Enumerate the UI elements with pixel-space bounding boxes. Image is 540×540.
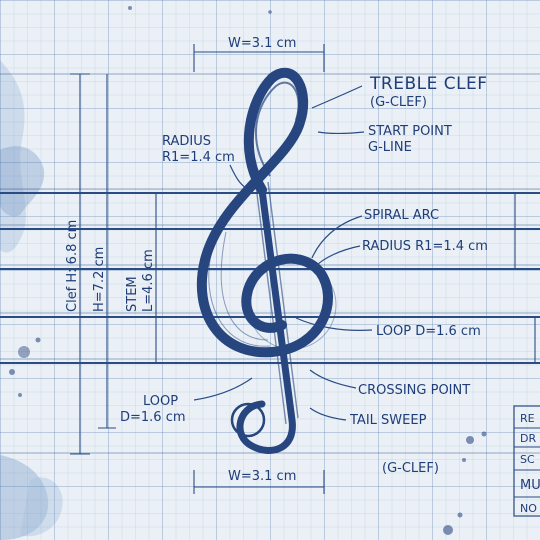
loop-left-value: D=1.6 cm [120, 410, 186, 425]
dimension-lines [70, 44, 536, 494]
clef-height-label: Clef H: 6.8 cm [65, 220, 80, 312]
title-block-row-3: SC [520, 453, 535, 466]
treble-clef-icon [196, 67, 337, 454]
width-top-label: W=3.1 cm [228, 36, 296, 51]
crossing-point-label: CROSSING POINT [358, 383, 470, 398]
bottom-clef-label: (G-CLEF) [382, 461, 439, 476]
subtitle-label: (G-CLEF) [370, 95, 427, 110]
title-block-row-5: NO [520, 502, 537, 515]
radius-left-label: RADIUS [162, 134, 211, 149]
stem-length-label: L=4.6 cm [141, 249, 156, 312]
loop-right-label: LOOP D=1.6 cm [376, 324, 481, 339]
ink-washes [0, 6, 487, 540]
loop-left-label: LOOP [143, 394, 178, 409]
title-block-row-1: RE [520, 412, 535, 425]
title-label: TREBLE CLEF [369, 74, 488, 94]
title-block-row-4: MU [520, 478, 540, 493]
start-point-label: START POINT [368, 124, 452, 139]
annotations: W=3.1 cm TREBLE CLEF (G-CLEF) RADIUS R1=… [65, 36, 488, 484]
leader-lines [193, 85, 373, 421]
tail-sweep-label: TAIL SWEEP [349, 413, 427, 428]
stem-label: STEM [125, 276, 140, 312]
start-point-line: G-LINE [368, 140, 412, 155]
title-block: RE DR SC MU NO [513, 405, 540, 517]
h-dimension-label: H=7.2 cm [92, 247, 107, 312]
spiral-arc-label: SPIRAL ARC [364, 208, 439, 223]
radius-left-value: R1=1.4 cm [162, 150, 235, 165]
radius-right-label: RADIUS R1=1.4 cm [362, 239, 488, 254]
title-block-row-2: DR [520, 432, 536, 445]
width-bottom-label: W=3.1 cm [228, 469, 296, 484]
